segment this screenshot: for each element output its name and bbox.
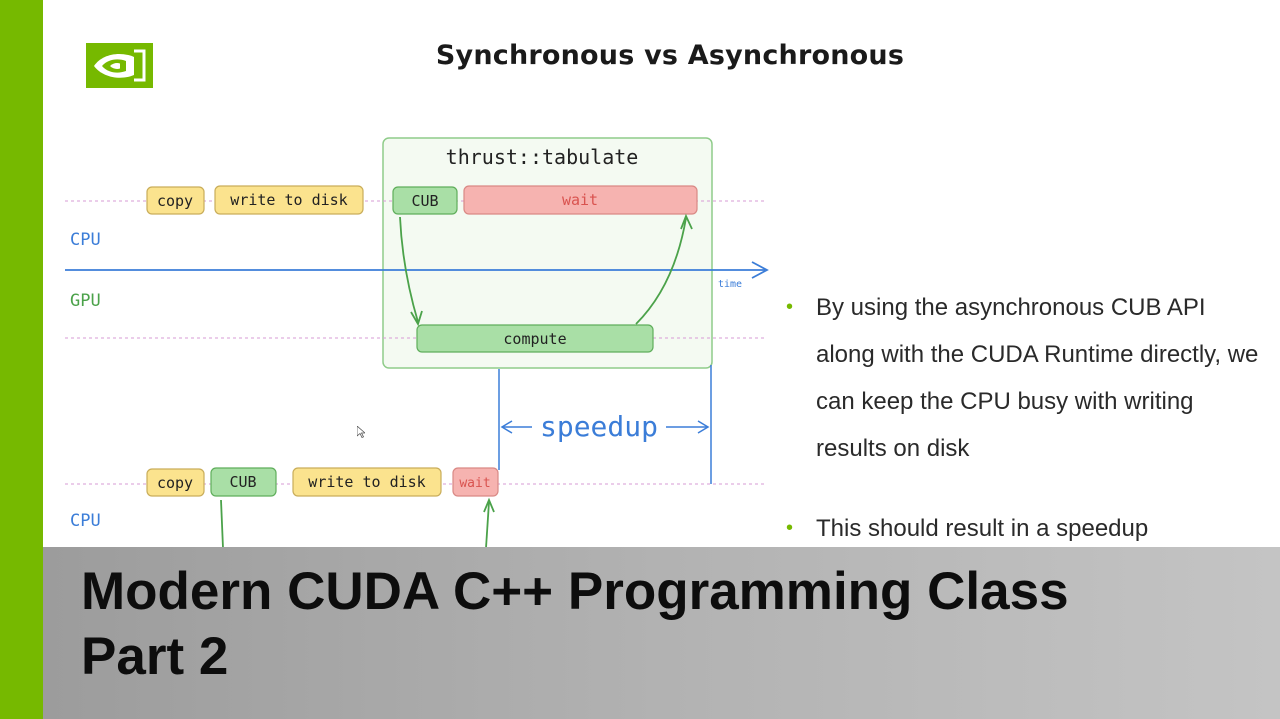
bullet-list: • By using the asynchronous CUB API alon… — [786, 284, 1266, 552]
bottom-cub-label: CUB — [229, 473, 256, 491]
top-gpu-label: GPU — [70, 291, 101, 311]
banner-title-line2: Part 2 — [81, 627, 229, 686]
bottom-cub-down-arrow — [220, 499, 224, 549]
top-cub-label: CUB — [411, 192, 438, 210]
bottom-cpu-label: CPU — [70, 511, 101, 531]
bottom-write-label: write to disk — [308, 473, 425, 491]
banner-title-line1: Modern CUDA C++ Programming Class — [81, 562, 1069, 621]
top-wait-box — [463, 185, 698, 215]
bullet-text: By using the asynchronous CUB API along … — [816, 294, 1259, 462]
cub-to-compute-arrowhead-icon — [410, 310, 423, 327]
top-compute-box — [416, 324, 654, 353]
speedup-right-arrowhead-icon — [697, 420, 710, 434]
top-cub-box — [392, 186, 458, 215]
top-cpu-label: CPU — [70, 230, 101, 250]
bottom-copy-label: copy — [157, 474, 193, 492]
bullet-item: • This should result in a speedup — [786, 505, 1266, 552]
mouse-cursor-icon — [357, 426, 365, 438]
bottom-cub-box — [210, 467, 277, 497]
slide-title: Synchronous vs Asynchronous — [435, 40, 905, 71]
compute-to-wait-arrowhead-icon — [680, 213, 693, 230]
top-copy-box — [146, 186, 205, 215]
bullet-item: • By using the asynchronous CUB API alon… — [786, 284, 1266, 472]
speedup-label: speedup — [540, 410, 658, 443]
time-axis-arrowhead-icon — [751, 261, 769, 279]
title-banner: Modern CUDA C++ Programming Class Part 2 — [43, 547, 1280, 719]
top-write-box — [214, 185, 364, 215]
nvidia-green-sidebar — [0, 0, 43, 719]
bottom-wait-box — [452, 467, 499, 497]
bullet-dot-icon: • — [786, 296, 794, 318]
compute-to-wait-arrow — [635, 217, 687, 325]
bottom-wait-arrowhead-icon — [483, 497, 495, 513]
bottom-up-to-wait-arrow — [485, 501, 490, 549]
cub-to-compute-arrow — [399, 216, 419, 323]
bottom-write-box — [292, 467, 442, 497]
time-label: time — [718, 279, 742, 290]
top-copy-label: copy — [157, 192, 193, 210]
bottom-wait-label: wait — [459, 476, 490, 491]
top-wait-label: wait — [562, 191, 598, 209]
top-compute-label: compute — [503, 330, 566, 348]
top-write-label: write to disk — [230, 191, 347, 209]
bullet-text: This should result in a speedup — [816, 515, 1149, 542]
nvidia-logo-icon — [86, 43, 153, 88]
bottom-copy-box — [146, 468, 205, 497]
speedup-left-arrowhead-icon — [500, 420, 513, 434]
tabulate-label: thrust::tabulate — [446, 145, 639, 169]
bullet-dot-icon: • — [786, 517, 794, 539]
banner-title: Modern CUDA C++ Programming Class Part 2 — [81, 559, 1069, 689]
